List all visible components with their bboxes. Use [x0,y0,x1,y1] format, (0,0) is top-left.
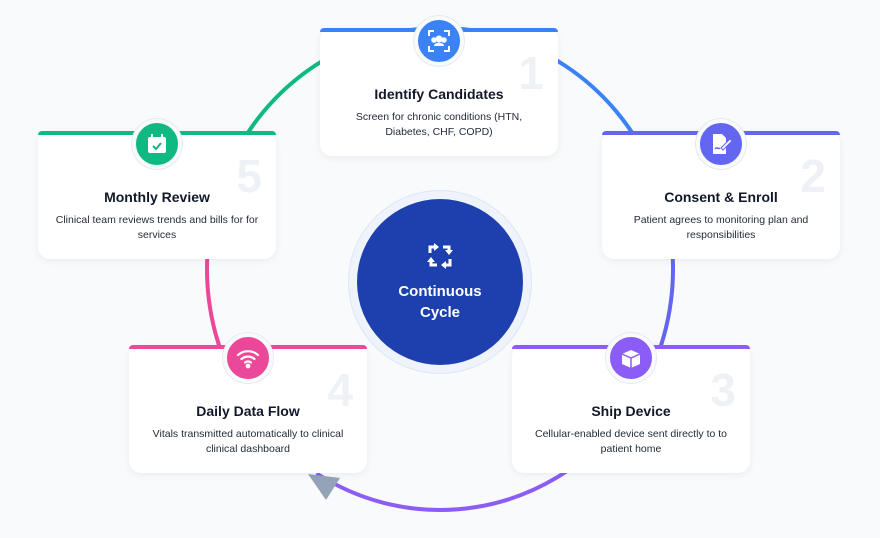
step-number: 3 [710,364,736,416]
step-number: 1 [518,47,544,99]
cycle-arrowhead [308,474,340,500]
step-number: 2 [800,150,826,202]
step-description: Screen for chronic conditions (HTN, Diab… [355,111,523,138]
center-label-line1: Continuous [398,283,482,300]
step-description: Patient agrees to monitoring plan and re… [633,214,809,241]
step-title: Consent & Enroll [664,189,778,205]
step-card-monthly-review: 5 Monthly Review Clinical team reviews t… [38,119,276,259]
user-scan-icon [414,16,464,66]
step-title: Monthly Review [104,189,210,205]
calendar-check-icon [132,119,182,169]
refresh-icon [427,243,453,269]
step-number: 4 [327,364,353,416]
step-title: Identify Candidates [374,86,504,102]
step-description: Cellular-enabled device sent directly to… [534,428,728,455]
step-card-consent-enroll: 2 Consent & Enroll Patient agrees to mon… [602,119,840,259]
step-card-daily-data-flow: 4 Daily Data Flow Vitals transmitted aut… [129,333,367,473]
step-description: Clinical team reviews trends and bills f… [55,214,259,241]
step-title: Daily Data Flow [196,403,300,419]
step-title: Ship Device [591,403,671,419]
wifi-icon [223,333,273,383]
box-icon [606,333,656,383]
center-label-line2: Cycle [419,304,461,321]
step-number: 5 [236,150,262,202]
step-card-ship-device: 3 Ship Device Cellular-enabled device se… [512,333,750,473]
step-description: Vitals transmitted automatically to clin… [152,428,344,455]
signature-icon [696,119,746,169]
step-card-identify-candidates: 1 Identify Candidates Screen for chronic… [320,16,558,156]
